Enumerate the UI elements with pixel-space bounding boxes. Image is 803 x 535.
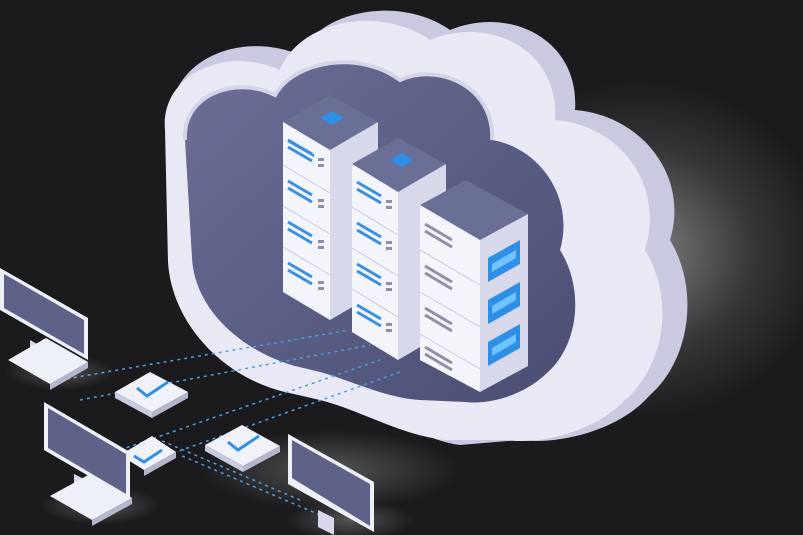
check-tile	[205, 425, 280, 472]
server-stack	[282, 95, 528, 392]
check-tile	[115, 372, 188, 418]
server-rack-icon	[419, 180, 528, 392]
checkmark-icon	[133, 448, 163, 464]
desktop-monitor-icon	[285, 434, 415, 535]
cavity-rim	[182, 60, 495, 141]
desktop-monitor-icon	[40, 402, 160, 526]
checkmark-icon	[227, 434, 260, 452]
check-tile	[120, 436, 176, 476]
checkmark-icon	[136, 380, 169, 398]
desktop-monitor-icon	[0, 268, 115, 390]
